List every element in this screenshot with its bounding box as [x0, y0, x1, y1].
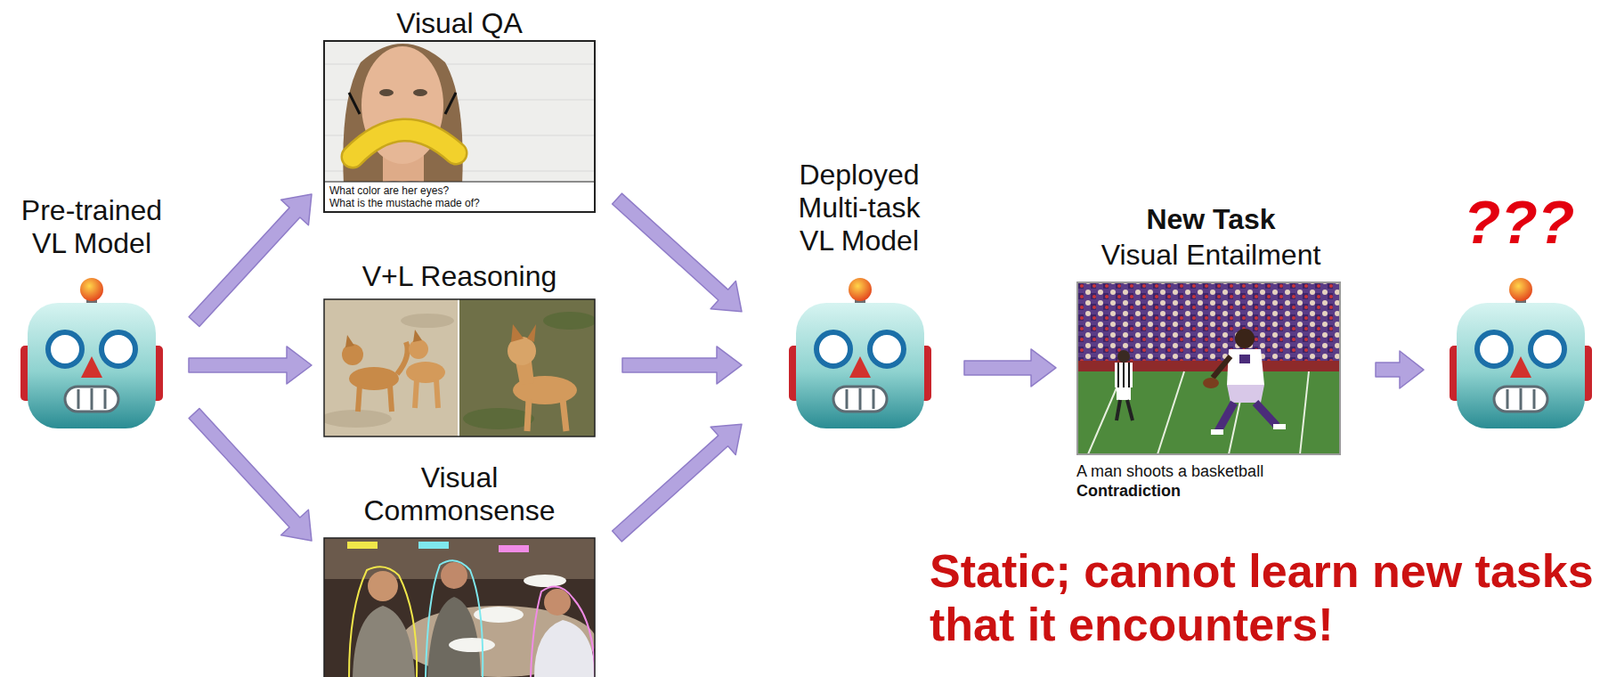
robot-icon	[20, 277, 163, 429]
node-text: A man shoots a basketball	[1072, 461, 1349, 482]
robot-icon	[788, 277, 932, 429]
football-photo	[1077, 282, 1341, 455]
node-title: New Task	[1072, 203, 1349, 236]
robot-icon	[1449, 277, 1592, 429]
flow-arrow	[612, 423, 742, 542]
dogs-photo	[324, 299, 595, 437]
flow-arrow	[622, 346, 742, 384]
node-text: Visual Entailment	[1072, 238, 1349, 272]
node-title: Deployed Multi-task VL Model	[774, 158, 944, 257]
flow-arrow	[1375, 350, 1424, 389]
task-node: V+L Reasoning	[324, 258, 595, 439]
flow-arrow	[188, 408, 312, 541]
vqa-photo	[324, 40, 595, 212]
model-node: ???	[1442, 188, 1596, 433]
task-node: Visual Commonsense	[324, 461, 595, 677]
node-text: Contradiction	[1072, 480, 1349, 502]
node-title: ???	[1442, 188, 1596, 256]
restaurant-photo	[324, 537, 595, 677]
model-node: Pre-trained VL Model	[7, 194, 177, 433]
node-title: Visual Commonsense	[324, 461, 595, 528]
task-node: New TaskVisual Entailment A man shoots a …	[1072, 203, 1349, 506]
model-node: Deployed Multi-task VL Model	[774, 158, 944, 433]
flow-arrow	[612, 193, 742, 312]
flow-arrow	[964, 349, 1056, 387]
node-title: V+L Reasoning	[324, 259, 595, 293]
node-title: Visual QA	[324, 7, 595, 41]
warning-note: Static; cannot learn new tasks that it e…	[929, 544, 1596, 652]
node-text: What is the mustache made of?	[324, 196, 595, 210]
flow-arrow	[188, 346, 312, 384]
node-text: What color are her eyes?	[324, 184, 595, 197]
flow-arrow	[188, 194, 312, 327]
node-title: Pre-trained VL Model	[7, 194, 177, 260]
task-node: Visual QA What color are her eyes?What is…	[324, 7, 595, 214]
